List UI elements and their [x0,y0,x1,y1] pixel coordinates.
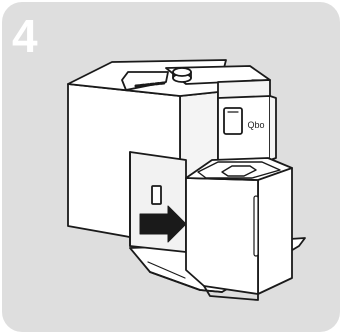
water-tank [186,158,292,300]
brand-logo: Qbo [247,120,264,130]
capsule-module [218,96,276,164]
top-knob [173,68,191,82]
tank-recess [130,152,186,252]
